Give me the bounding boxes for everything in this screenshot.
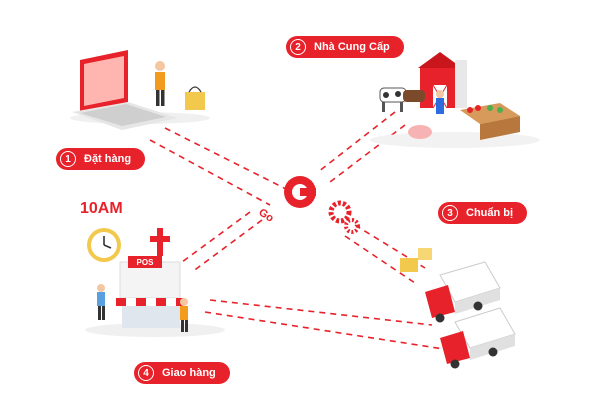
step-1-number: 1 [60,151,76,167]
pos-store-icon: POS [85,228,225,337]
truck-1 [425,261,501,323]
clock-icon [87,228,121,262]
logo-hub: Go [256,176,360,234]
step-4-label: 4 Giao hàng [134,362,230,384]
step-2-label: 2 Nhà Cung Cấp [286,36,404,58]
step-3-number: 3 [442,205,458,221]
connector-supplier-hub-2 [329,124,406,183]
farm-supplier-icon [370,52,540,148]
truck-2 [440,307,516,369]
connector-hub-store [181,211,251,263]
step-4-number: 4 [138,365,154,381]
connector-store-trucks [209,299,433,326]
connector-store-trucks-2 [204,311,451,351]
step-3-text: Chuẩn bị [466,207,514,219]
connector-hub-trucks-2 [344,235,419,286]
step-3-label: 3 Chuẩn bị [438,202,528,224]
connector-supplier-hub [317,111,396,173]
step-1-text: Đặt hàng [84,153,132,165]
store-awning [116,298,184,306]
connector-hub-store-2 [191,219,263,273]
step-4-text: Giao hàng [162,367,216,379]
laptop-shopping-icon [70,50,210,130]
step-2-text: Nhà Cung Cấp [314,41,390,53]
connector-order-hub-2 [149,139,271,206]
time-label: 10AM [80,200,123,217]
step-2-number: 2 [290,39,306,55]
connector-lines [149,111,451,351]
pos-sign: POS [137,258,155,267]
connector-order-hub [164,127,289,191]
step-1-label: 1 Đặt hàng [56,148,146,170]
delivery-trucks-icon [400,248,516,369]
